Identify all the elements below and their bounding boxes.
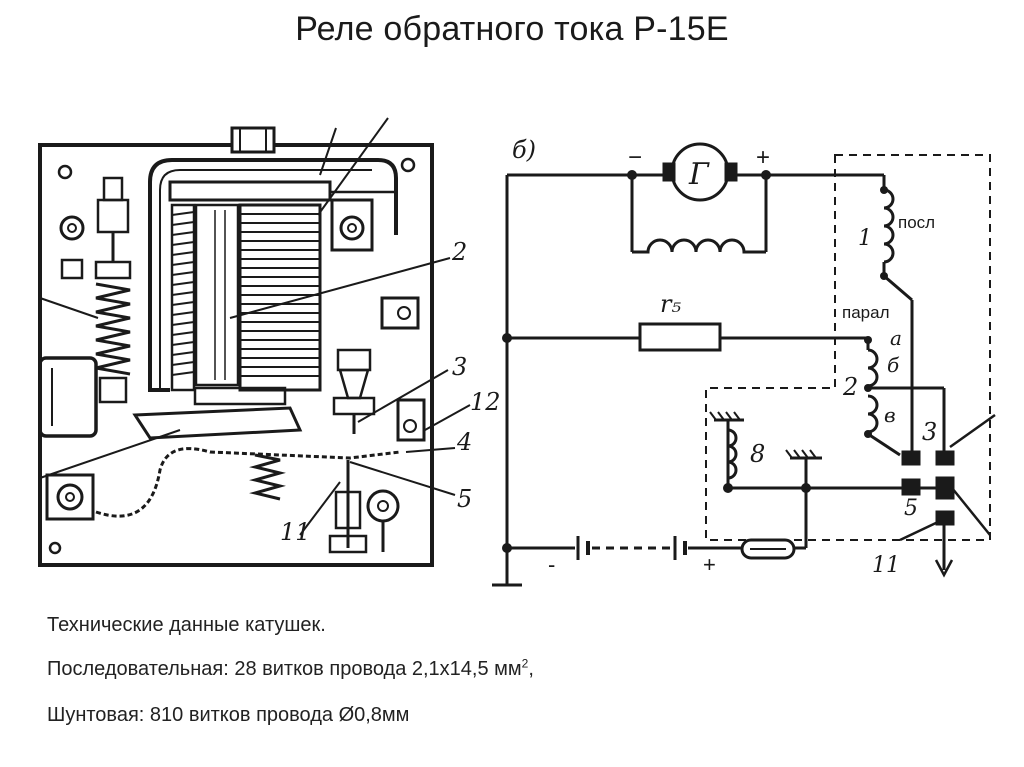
contact-3-label: 3 — [922, 418, 937, 446]
callout-5: 5 — [457, 485, 472, 513]
relay-drawing — [38, 117, 471, 567]
tap-a-label: а — [890, 326, 902, 350]
shunt-coil-spec: Шунтовая: 810 витков провода Ø0,8мм — [47, 704, 410, 726]
coil-2-label: 2 — [842, 373, 858, 401]
resistor-r5-label: r₅ — [660, 290, 681, 318]
battery-minus: - — [548, 552, 555, 577]
series-coil-label: посл — [898, 213, 935, 232]
drawing-callouts: 2 3 12 4 5 11 — [280, 238, 501, 546]
relay-schematic — [492, 142, 996, 587]
generator-minus: − — [628, 144, 642, 171]
series-coil-spec: Последовательная: 28 витков провода 2,1х… — [47, 656, 534, 681]
coil-1-label: 1 — [858, 226, 872, 251]
specs-heading: Технические данные катушек. — [47, 614, 326, 636]
generator-label: Г — [688, 157, 710, 192]
series-coil-spec-text: Последовательная: 28 витков провода 2,1х… — [47, 658, 522, 680]
generator-plus: + — [756, 144, 770, 171]
battery-plus: + — [703, 552, 716, 577]
schematic-labels: б) − + Г 1 посл парал r₅ а б в 2 3 8 5 -… — [512, 136, 937, 578]
tap-b-label: б — [887, 353, 900, 377]
callout-4: 4 — [456, 428, 472, 456]
shunt-coil-label: парал — [842, 303, 890, 322]
page-title: Реле обратного тока Р-15Е — [295, 10, 729, 48]
contact-5-label: 5 — [904, 496, 918, 521]
tap-v-label: в — [884, 403, 896, 427]
coil-8-label: 8 — [750, 440, 765, 468]
series-coil-spec-superscript: 2 — [521, 656, 529, 671]
panel-b-label: б) — [512, 136, 536, 164]
contact-11-label: 11 — [872, 553, 900, 578]
callout-12: 12 — [470, 388, 501, 416]
callout-2: 2 — [451, 238, 467, 266]
series-coil-spec-tail: , — [528, 658, 534, 680]
callout-3: 3 — [452, 353, 467, 381]
callout-11: 11 — [280, 518, 311, 546]
